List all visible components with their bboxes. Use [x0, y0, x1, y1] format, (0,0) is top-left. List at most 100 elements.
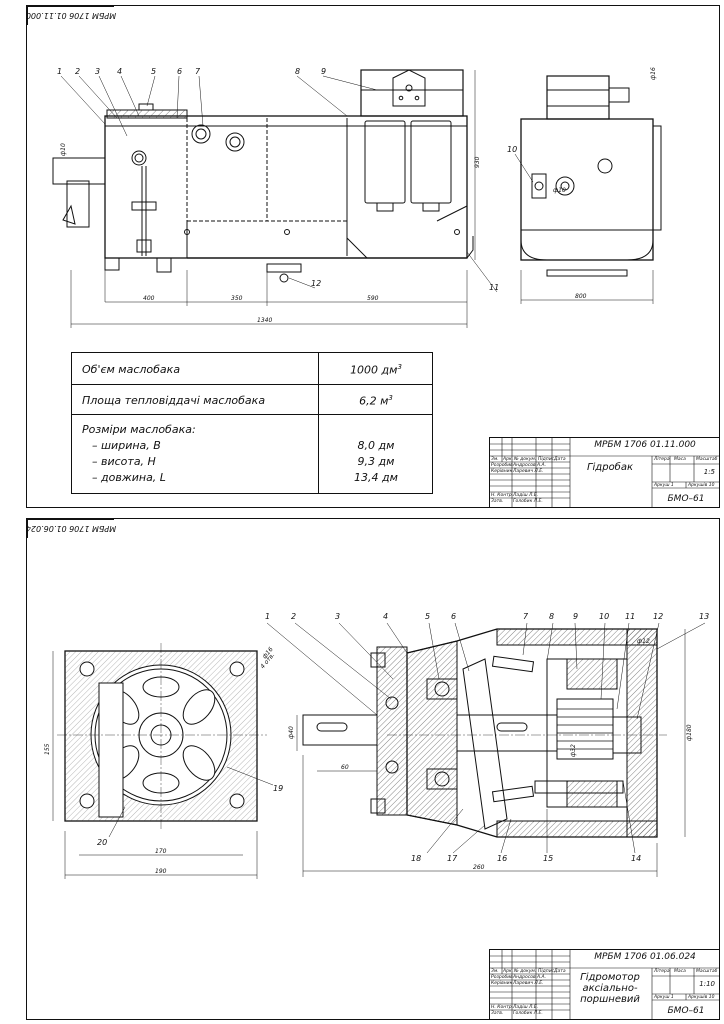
stamp-header: Маса	[674, 969, 686, 974]
pos-label: 10	[599, 612, 609, 621]
stamp-name: Гідромотор аксіально-поршневий	[570, 972, 650, 1005]
stamp-person: Ларевич Л.Е.	[513, 981, 544, 986]
dim-phi12: ф12	[637, 638, 650, 645]
stamp-person: Ладіш Л.Е.	[513, 1005, 539, 1010]
param-label: Об'єм маслобака	[82, 363, 181, 376]
stamp-code: МРБМ 1706 01.06.024	[594, 952, 696, 962]
stamp-role: Н. Контр.	[491, 493, 514, 498]
stamp-header: Арк.	[503, 969, 514, 974]
stamp-header: Масштаб	[696, 457, 718, 462]
stamp-role: Н. Контр.	[491, 1005, 514, 1010]
pos-label: 12	[311, 279, 321, 288]
stamp-person: Голобик Л.Е.	[513, 1011, 543, 1016]
pos-label: 10	[507, 145, 517, 154]
pos-label: 17	[447, 854, 458, 863]
param-label: Площа тепловіддачі маслобака	[82, 394, 266, 407]
pos-label: 1	[265, 612, 270, 621]
dim-350: 350	[231, 295, 243, 302]
stamp-header: Зм.	[491, 969, 499, 974]
stamp-header: Літера	[654, 457, 670, 462]
tank-parameters-table: Об'єм маслобака 1000 дм3 Площа тепловідд…	[71, 352, 433, 494]
stamp-org: БМО–61	[667, 1006, 705, 1016]
pos-label: 20	[97, 838, 107, 847]
stamp-header: Аркуш 1	[654, 995, 674, 1000]
stamp-role: Затв.	[491, 499, 504, 504]
pos-label: 9	[573, 612, 578, 621]
stamp-role: Розробив	[491, 975, 513, 980]
stamp-header: № докум.	[514, 457, 537, 462]
dim-190: 190	[155, 868, 167, 875]
stamp-header: Підпис	[538, 969, 555, 974]
pos-label: 14	[631, 854, 641, 863]
pos-label: 19	[273, 784, 283, 793]
dim-phi10: ф10	[60, 143, 67, 156]
pos-label: 3	[95, 67, 100, 76]
stamp-header: Масштаб	[696, 969, 718, 974]
stamp-header: Арк.	[503, 457, 514, 462]
stamp-header: Аркушів 10	[688, 995, 715, 1000]
param-value: 13,4 дм	[354, 471, 398, 484]
dim-phi180: ф180	[686, 724, 693, 741]
param-label: Розміри маслобака:	[82, 423, 196, 436]
pos-label: 13	[699, 612, 709, 621]
stamp-scale: 1:5	[703, 468, 715, 476]
pos-label: 7	[195, 67, 201, 76]
param-value: 9,3 дм	[357, 455, 395, 468]
title-block: МРБМ 1706 01.11.000 Гідробак 1:5 БМО–61 …	[489, 437, 720, 508]
pos-label: 3	[335, 612, 340, 621]
param-value: 1000 дм3	[350, 363, 402, 377]
dim-260: 260	[473, 864, 485, 871]
dim-60: 60	[341, 764, 349, 771]
param-label: – довжина, L	[92, 471, 166, 484]
stamp-role: Розробив	[491, 463, 513, 468]
param-label: – висота, H	[92, 455, 156, 468]
hydrotank-drawing: 1 2 3 4 5 6 7 8 9 10 11 12 400 350 590 1…	[52, 67, 662, 328]
stamp-person: Андросов А.А.	[513, 463, 547, 468]
stamp-header: № докум.	[514, 969, 537, 974]
pos-label: 11	[489, 283, 499, 292]
stamp-name-line: Гідромотор	[580, 972, 640, 983]
pos-label: 9	[321, 67, 326, 76]
stamp-name: Гідробак	[586, 462, 634, 473]
param-value: 8,0 дм	[357, 439, 395, 452]
dim-170: 170	[155, 848, 167, 855]
stamp-person: Ладіш Л.Е.	[513, 493, 539, 498]
drawing-sheet-hydrotank: МРБМ 1706 01.11.000	[26, 5, 720, 508]
param-value: 6,2 м3	[359, 394, 393, 408]
pos-label: 2	[291, 612, 296, 621]
stamp-org: БМО–61	[667, 494, 705, 504]
stamp-header: Підпис	[538, 457, 555, 462]
pos-label: 5	[425, 612, 430, 621]
stamp-header: Літера	[654, 969, 670, 974]
stamp-header: Зм.	[491, 457, 499, 462]
pos-label: 4	[383, 612, 388, 621]
title-block: МРБМ 1706 01.06.024 Гідромотор аксіально…	[489, 949, 720, 1020]
dim-800: 800	[575, 293, 587, 300]
param-size-row: Розміри маслобака: – ширина, B – висота,…	[72, 415, 432, 493]
dim-590: 590	[367, 295, 379, 302]
stamp-person: Андросов А.А.	[513, 975, 547, 980]
dim-phi16: ф16	[650, 67, 657, 80]
stamp-header: Дата	[554, 457, 566, 462]
dim-1340: 1340	[257, 317, 272, 324]
stamp-role: Затв.	[491, 1011, 504, 1016]
pos-label: 11	[625, 612, 635, 621]
pos-label: 1	[57, 67, 62, 76]
stamp-header: Аркушів 10	[688, 483, 715, 488]
pos-label: 8	[295, 67, 300, 76]
param-volume-row: Об'єм маслобака 1000 дм3	[72, 353, 432, 385]
stamp-code: МРБМ 1706 01.11.000	[594, 440, 696, 450]
pos-label: 5	[151, 67, 156, 76]
pos-label: 18	[411, 854, 421, 863]
stamp-role: Керівник	[491, 469, 513, 474]
pos-label: 4	[117, 67, 122, 76]
drawing-sheet-hydromotor: МРБМ 1706 01.06.024	[26, 518, 720, 1020]
dim-phi10b: ф10	[553, 187, 566, 194]
pos-label: 8	[549, 612, 554, 621]
dim-155: 155	[44, 743, 51, 755]
hydromotor-drawing: 1 2 3 4 5 6 7 8 9 10 11 12 13 14 15 16 1…	[44, 612, 709, 879]
param-area-row: Площа тепловіддачі маслобака 6,2 м3	[72, 385, 432, 415]
pos-label: 2	[75, 67, 80, 76]
pos-label: 6	[177, 67, 182, 76]
pos-label: 16	[497, 854, 507, 863]
